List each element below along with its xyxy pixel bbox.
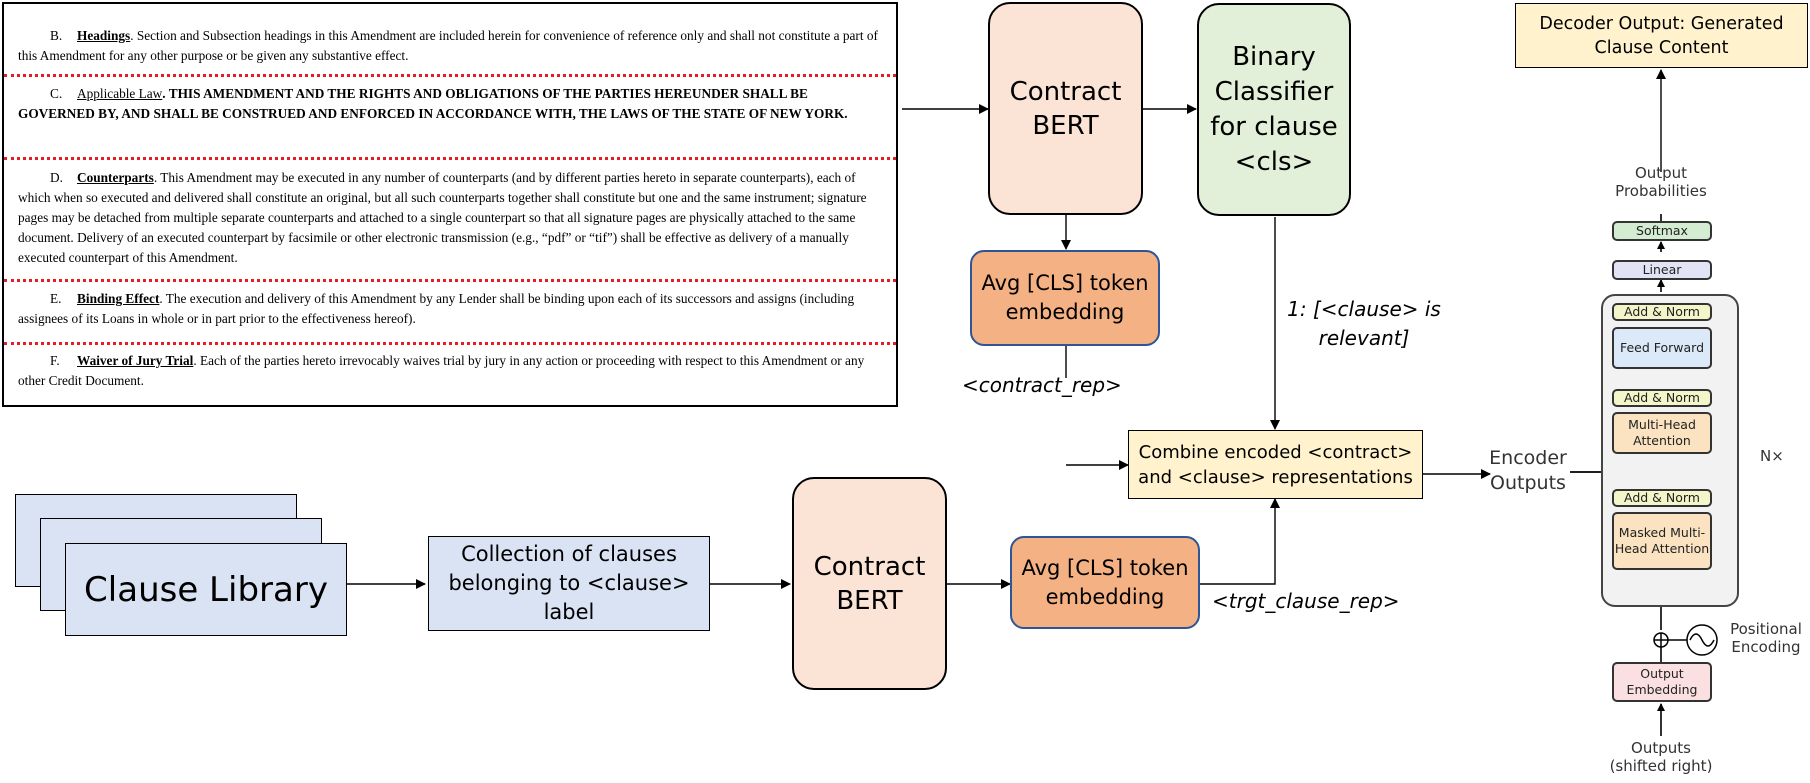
clause-d-heading: Counterparts [77,170,154,185]
combine-representations: Combine encoded <contract> and <clause> … [1128,430,1423,499]
avg-cls-embedding-bottom: Avg [CLS] token embedding [1010,536,1200,629]
feed-forward-layer: Feed Forward [1612,327,1712,369]
clause-library: Clause Library [65,543,347,636]
arrow-trgt-rep-to-combine [1200,498,1280,585]
output-probabilities-label: Output Probabilities [1615,164,1707,200]
clause-separator [4,157,896,160]
clause-b: B.Headings. Section and Subsection headi… [18,28,878,63]
clause-d-text: . This Amendment may be executed in any … [18,170,867,265]
outputs-shifted-label: Outputs (shifted right) [1609,739,1713,775]
clause-f-heading: Waiver of Jury Trial [77,353,194,368]
encoder-outputs-label: Encoder Outputs [1489,447,1567,494]
linear-layer: Linear [1612,260,1712,280]
output-embedding-layer: Output Embedding [1612,662,1712,702]
clause-separator [4,342,896,345]
add-norm-1: Add & Norm [1612,303,1712,321]
contract-document-excerpt: B.Headings. Section and Subsection headi… [2,2,898,407]
positional-encoding-label: Positional Encoding [1730,620,1802,656]
clause-b-text: . Section and Subsection headings in thi… [18,28,878,63]
avg-cls-embedding-top: Avg [CLS] token embedding [970,250,1160,346]
multi-head-attention-layer: Multi-Head Attention [1612,412,1712,454]
clause-b-heading: Headings [77,28,131,43]
trgt-clause-rep-label: <trgt_clause_rep> [1212,589,1400,613]
clause-c: C.Applicable Law. THIS AMENDMENT AND THE… [18,86,848,121]
contract-rep-label: <contract_rep> [962,373,1122,397]
add-norm-3: Add & Norm [1612,489,1712,507]
clause-relevant-label: 1: [<clause> is relevant] [1287,297,1441,350]
clause-c-text: . THIS AMENDMENT AND THE RIGHTS AND OBLI… [18,86,848,121]
sine-wave-icon [1689,633,1715,647]
clause-collection: Collection of clauses belonging to <clau… [428,536,710,631]
contract-bert-bottom: Contract BERT [792,477,947,690]
clause-c-heading: Applicable Law [77,86,163,101]
sum-plus [1654,633,1668,647]
clause-e-text: . The execution and delivery of this Ame… [18,291,855,326]
softmax-layer: Softmax [1612,221,1712,241]
decoder-output: Decoder Output: Generated Clause Content [1515,3,1808,68]
clause-e: E.Binding Effect. The execution and deli… [18,291,855,326]
clause-separator [4,74,896,77]
clause-e-heading: Binding Effect [77,291,160,306]
clause-d: D.Counterparts. This Amendment may be ex… [18,170,867,265]
contract-bert-top: Contract BERT [988,2,1143,215]
masked-multi-head-attention-layer: Masked Multi-Head Attention [1612,512,1712,570]
clause-separator [4,279,896,282]
clause-f-text: . Each of the parties hereto irrevocably… [18,353,865,388]
add-norm-2: Add & Norm [1612,389,1712,407]
binary-classifier: Binary Classifier for clause <cls> [1197,3,1351,216]
nx-label: N× [1760,447,1784,465]
positional-encoding-symbol [1653,624,1718,656]
clause-f: F.Waiver of Jury Trial. Each of the part… [18,353,865,388]
